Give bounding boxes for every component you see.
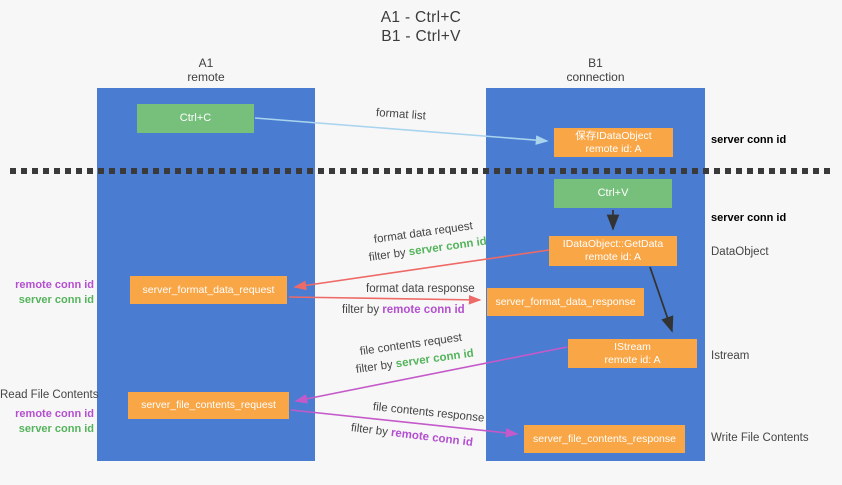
filter-by-text: filter by (342, 304, 383, 316)
right-write-file-contents-label: Write File Contents (711, 432, 809, 444)
arrow-format-data-request (293, 249, 550, 291)
node-ctrl-v: Ctrl+V (554, 179, 672, 208)
node-ctrl-c: Ctrl+C (137, 104, 254, 133)
right-server-conn-id-top: server conn id (711, 134, 787, 146)
server-conn-id-label: server conn id (18, 294, 94, 306)
remote-conn-id-text: remote conn id (382, 304, 465, 316)
node-save-idataobject-line1: 保存IDataObject (575, 129, 652, 142)
column-header-a1: A1 remote (97, 56, 315, 84)
column-header-b1: B1 connection (486, 56, 705, 84)
node-server-file-contents-request-label: server_file_contents_request (141, 399, 276, 411)
right-istream-label: Istream (711, 350, 750, 362)
session-divider-dotted-line (10, 168, 833, 174)
column-b1-name: B1 (588, 56, 603, 70)
column-b1-subtitle: connection (566, 70, 625, 84)
node-ctrl-c-label: Ctrl+C (179, 112, 212, 124)
node-idataobject-getdata: IDataObject::GetData remote id: A (549, 236, 677, 266)
node-ctrl-v-label: Ctrl+V (597, 187, 629, 199)
arrow-format-list (254, 117, 549, 145)
title-line-2: B1 - Ctrl+V (381, 28, 461, 45)
right-dataobject-label: DataObject (711, 246, 769, 258)
node-server-file-contents-response: server_file_contents_response (524, 425, 685, 453)
title-line-1: A1 - Ctrl+C (380, 9, 462, 26)
node-server-format-data-request: server_format_data_request (130, 276, 287, 304)
node-save-idataobject: 保存IDataObject remote id: A (554, 128, 673, 157)
node-istream-line2: remote id: A (604, 353, 661, 366)
remote-conn-id-label: remote conn id (15, 279, 94, 291)
arrow-file-contents-response (290, 409, 519, 438)
node-server-file-contents-request: server_file_contents_request (128, 392, 289, 419)
server-conn-id-label: server conn id (18, 423, 94, 435)
arrow-getdata-to-istream (649, 266, 674, 333)
read-file-contents-label: Read File Contents (0, 389, 99, 401)
node-server-format-data-response-label: server_format_data_response (495, 295, 636, 308)
column-a1-subtitle: remote (187, 70, 225, 84)
node-server-format-data-request-label: server_format_data_request (142, 283, 275, 296)
remote-conn-id-label: remote conn id (15, 408, 94, 420)
node-getdata-line1: IDataObject::GetData (562, 238, 664, 250)
node-server-format-data-response: server_format_data_response (487, 288, 644, 316)
arrow-file-contents-request (294, 346, 568, 404)
right-server-conn-id-mid: server conn id (711, 212, 787, 224)
left-format-conn-ids: remote conn id server conn id (0, 278, 94, 308)
node-server-file-contents-response-label: server_file_contents_response (532, 432, 676, 445)
left-file-conn-ids: Read File Contents remote conn id server… (0, 388, 99, 437)
node-istream-line1: IStream (614, 340, 651, 353)
diagram-title: A1 - Ctrl+C B1 - Ctrl+V (0, 8, 842, 46)
edge-label-format-response-filter: filter by remote conn id (342, 304, 465, 316)
node-istream: IStream remote id: A (568, 339, 697, 368)
node-save-idataobject-line2: remote id: A (585, 142, 642, 155)
column-a1-name: A1 (198, 56, 214, 70)
arrow-format-data-response (288, 295, 482, 305)
edge-label-format-data-response: format data response (366, 283, 475, 295)
node-getdata-line2: remote id: A (584, 251, 642, 263)
